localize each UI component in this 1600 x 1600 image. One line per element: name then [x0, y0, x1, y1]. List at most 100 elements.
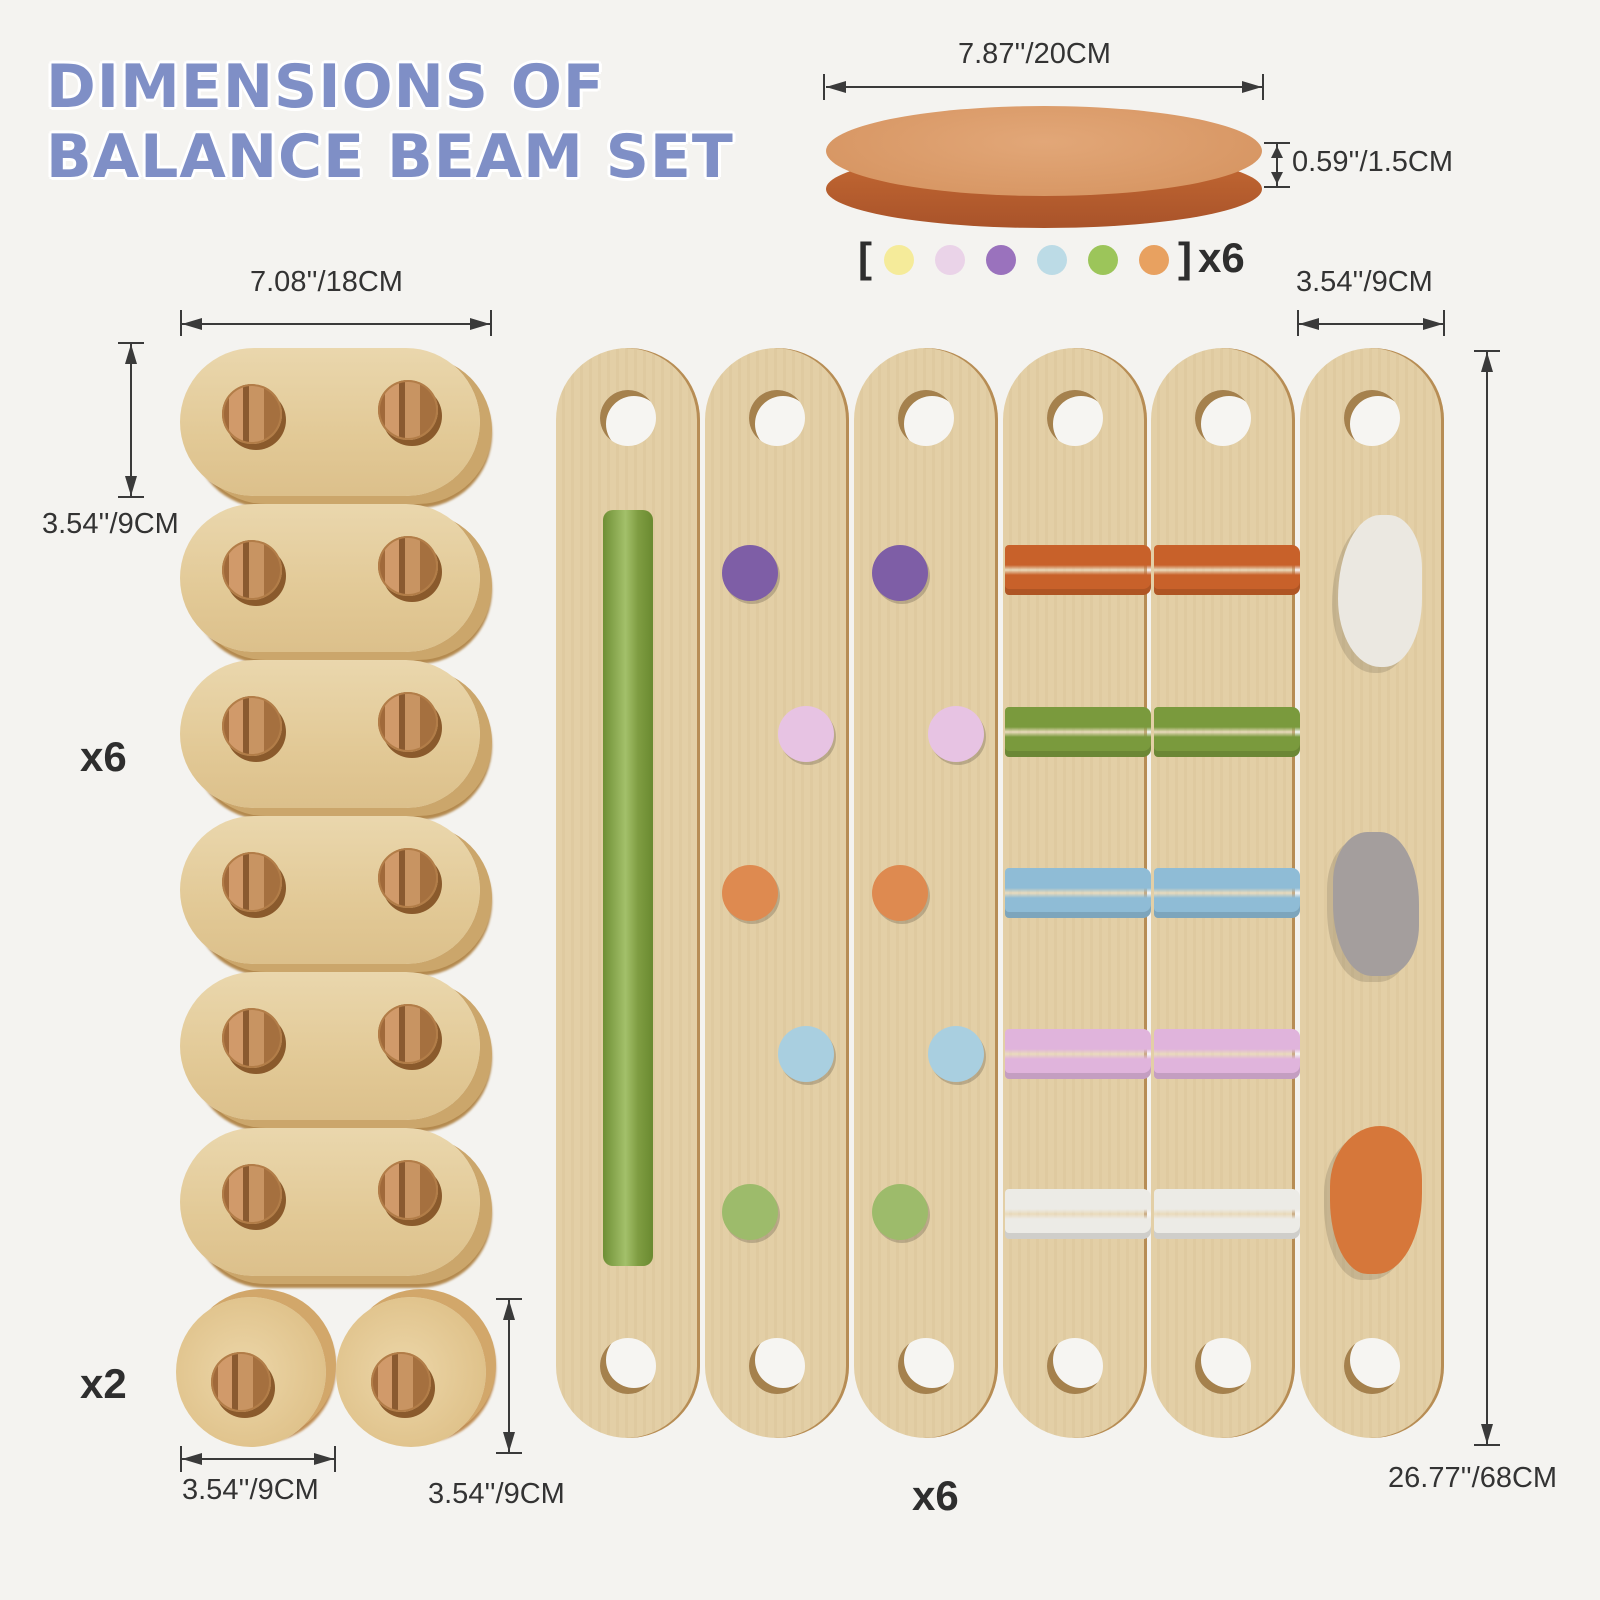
horizontal-rod	[1005, 1189, 1151, 1239]
hole	[600, 390, 656, 446]
end-cap-quantity: x2	[80, 1360, 127, 1407]
connector-piece	[180, 972, 480, 1120]
horizontal-rod	[1154, 868, 1300, 918]
stepping-dot	[872, 865, 928, 921]
arrow-down-icon	[1271, 172, 1283, 184]
horizontal-rod	[1005, 707, 1151, 757]
dimension-tick	[823, 74, 825, 100]
dimension-tick	[1264, 142, 1290, 144]
hole	[749, 1338, 805, 1394]
dimension-tick	[180, 1446, 182, 1472]
peg	[378, 1004, 438, 1064]
stepping-dot	[778, 1026, 834, 1082]
horizontal-rod	[1005, 868, 1151, 918]
connector-piece	[180, 1128, 480, 1276]
color-swatch-orange	[1139, 245, 1169, 275]
hole	[1047, 390, 1103, 446]
title-line-2: BALANCE BEAM SET	[46, 122, 734, 192]
connector-piece	[180, 348, 480, 496]
peg	[222, 540, 282, 600]
horizontal-rod	[1005, 1029, 1151, 1079]
color-swatch-yellow	[884, 245, 914, 275]
connector-quantity: x6	[80, 733, 127, 780]
connector-length-label: 7.08''/18CM	[250, 266, 403, 298]
bracket-close: ]	[1178, 234, 1192, 281]
title-line-1: DIMENSIONS OF	[46, 52, 605, 122]
hole	[600, 1338, 656, 1394]
arrow-right-icon	[1242, 81, 1262, 93]
connector-width-label: 3.54''/9CM	[42, 508, 179, 540]
dimension-tick	[1264, 186, 1290, 188]
dimension-tick	[1443, 310, 1445, 336]
bone-stone	[1333, 832, 1419, 976]
peg	[378, 848, 438, 908]
arrow-right-icon	[314, 1453, 334, 1465]
dimension-tick	[1474, 350, 1500, 352]
disc-quantity: x6	[1198, 234, 1245, 281]
arrow-up-icon	[1481, 352, 1493, 372]
stepping-dot	[872, 545, 928, 601]
bracket-open: [	[858, 234, 872, 281]
dimension-tick	[180, 310, 182, 336]
peg	[378, 1160, 438, 1220]
hole	[1195, 390, 1251, 446]
beam-length-line	[1486, 352, 1488, 1444]
dimension-tick	[1297, 310, 1299, 336]
horizontal-rod	[1154, 1189, 1300, 1239]
color-swatch-green	[1088, 245, 1118, 275]
peg	[378, 536, 438, 596]
end-cap-diameter-line	[182, 1458, 334, 1460]
horizontal-rod	[1154, 707, 1300, 757]
hole	[1195, 1338, 1251, 1394]
end-cap-height-label: 3.54''/9CM	[428, 1478, 565, 1510]
hole	[1344, 1338, 1400, 1394]
stepping-dot	[778, 706, 834, 762]
hole	[898, 1338, 954, 1394]
color-swatch-light-blue	[1037, 245, 1067, 275]
end-cap-diameter-label: 3.54''/9CM	[182, 1474, 319, 1506]
end-cap	[336, 1297, 486, 1447]
dimension-tick	[1262, 74, 1264, 100]
peg	[222, 696, 282, 756]
stepping-dot	[928, 706, 984, 762]
beam-length-label: 26.77''/68CM	[1388, 1462, 1558, 1494]
connector-width-line	[130, 344, 132, 496]
peg	[222, 852, 282, 912]
bean-stone	[1330, 1126, 1422, 1274]
dimension-tick	[496, 1298, 522, 1300]
color-swatch-purple	[986, 245, 1016, 275]
connector-piece	[180, 816, 480, 964]
beam-quantity: x6	[912, 1472, 959, 1519]
arrow-left-icon	[826, 81, 846, 93]
arrow-right-icon	[1423, 318, 1443, 330]
peg	[378, 692, 438, 752]
dimension-tick	[490, 310, 492, 336]
page-title: DIMENSIONS OF BALANCE BEAM SET	[46, 52, 734, 192]
hole	[749, 390, 805, 446]
hole	[1047, 1338, 1103, 1394]
disc-width-label: 7.87''/20CM	[958, 38, 1111, 70]
peg	[211, 1352, 271, 1412]
connector-piece	[180, 504, 480, 652]
color-swatch-light-pink	[935, 245, 965, 275]
peg	[371, 1352, 431, 1412]
stepping-dot	[722, 865, 778, 921]
horizontal-rod	[1154, 545, 1300, 595]
disc-thickness-line	[1276, 144, 1278, 186]
disc-thickness-label: 0.59''/1.5CM	[1292, 146, 1453, 178]
stepping-dot	[928, 1026, 984, 1082]
hole	[1344, 390, 1400, 446]
peg	[222, 384, 282, 444]
connector-piece	[180, 660, 480, 808]
dimension-tick	[334, 1446, 336, 1472]
arrow-right-icon	[470, 318, 490, 330]
end-cap	[176, 1297, 326, 1447]
cloud-stone	[1338, 515, 1422, 667]
peg	[378, 380, 438, 440]
arrow-left-icon	[182, 1453, 202, 1465]
vertical-rod	[603, 510, 653, 1266]
horizontal-rod	[1154, 1029, 1300, 1079]
dimension-tick	[118, 496, 144, 498]
arrow-down-icon	[125, 476, 137, 496]
arrow-up-icon	[503, 1300, 515, 1320]
